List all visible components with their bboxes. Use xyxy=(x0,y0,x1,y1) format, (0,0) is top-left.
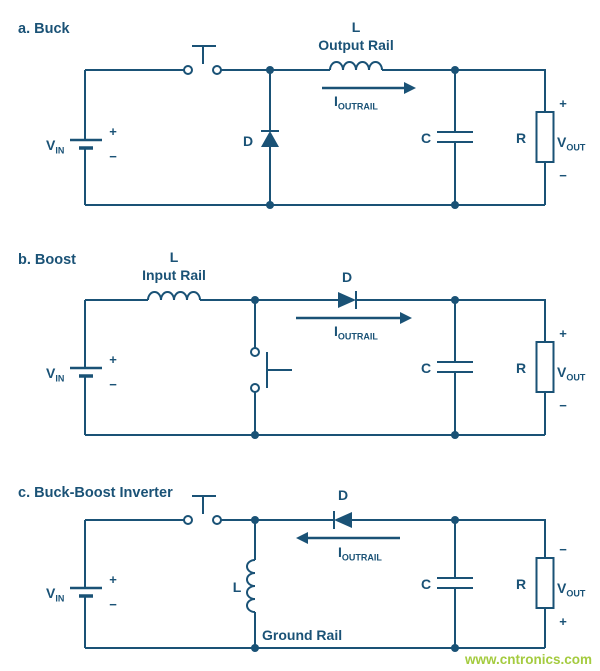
capacitor-plates xyxy=(437,361,473,373)
switch-contact xyxy=(212,515,222,525)
inductor-label: L xyxy=(170,249,179,265)
circuit-title: c. Buck-Boost Inverter xyxy=(18,485,173,501)
vin-minus-sign: − xyxy=(109,377,117,392)
vin-plus-sign: + xyxy=(109,124,117,139)
resistor-label: R xyxy=(516,576,526,592)
diode-triangle xyxy=(338,292,356,308)
vout-top-sign: + xyxy=(559,96,567,111)
buck-boost-circuit: c. Buck-Boost Inverter L Ground Rail IOU… xyxy=(18,485,586,652)
circuit-title: a. Buck xyxy=(18,21,71,37)
junction-dot xyxy=(266,201,274,209)
switch-contact xyxy=(250,347,260,357)
diode-triangle xyxy=(261,131,279,147)
switch-contact xyxy=(183,65,193,75)
capacitor-plates xyxy=(437,131,473,143)
junction-dot xyxy=(451,201,459,209)
current-arrow-head xyxy=(404,82,416,94)
junction-dot xyxy=(251,296,259,304)
current-label: IOUTRAIL xyxy=(334,93,378,112)
vin-plus-sign: + xyxy=(109,352,117,367)
inductor-label: L xyxy=(352,19,361,35)
capacitor-plates xyxy=(437,577,473,589)
wiring xyxy=(84,299,546,436)
boost-circuit: b. Boost L Input Rail IOUTRAIL D C R VIN… xyxy=(18,249,586,439)
vout-bottom-sign: − xyxy=(559,168,567,183)
wiring xyxy=(84,519,546,649)
inductor-label: L xyxy=(233,579,242,595)
current-arrow-head xyxy=(296,532,308,544)
junction-dot xyxy=(451,431,459,439)
resistor-label: R xyxy=(516,130,526,146)
junction-dot xyxy=(251,516,259,524)
current-label: IOUTRAIL xyxy=(334,323,378,342)
diode-label: D xyxy=(243,133,253,149)
current-label: IOUTRAIL xyxy=(338,544,382,563)
resistor-body xyxy=(535,111,555,163)
inductor-coil xyxy=(246,559,256,613)
diode-triangle xyxy=(334,512,352,528)
resistor-body xyxy=(535,341,555,393)
vout-label: VOUT xyxy=(557,364,586,383)
vin-label: VIN xyxy=(46,137,64,156)
junction-dot xyxy=(451,516,459,524)
vout-top-sign: + xyxy=(559,326,567,341)
switch-contact xyxy=(183,515,193,525)
switch-lever xyxy=(266,352,292,388)
switch-lever xyxy=(192,45,216,64)
switch-contact xyxy=(250,383,260,393)
vin-minus-sign: − xyxy=(109,149,117,164)
vout-label: VOUT xyxy=(557,580,586,599)
vout-bottom-sign: − xyxy=(559,398,567,413)
junction-dot xyxy=(451,296,459,304)
vout-top-sign: − xyxy=(559,542,567,557)
circuit-title: b. Boost xyxy=(18,252,76,268)
junction-dot xyxy=(266,66,274,74)
wiring xyxy=(84,69,546,206)
current-arrow-head xyxy=(400,312,412,324)
diode-label: D xyxy=(342,269,352,285)
junction-dot xyxy=(451,66,459,74)
diode-label: D xyxy=(338,487,348,503)
inductor-coil xyxy=(329,61,383,71)
capacitor-label: C xyxy=(421,130,431,146)
rail-label: Ground Rail xyxy=(262,627,342,643)
inductor-coil xyxy=(147,291,201,301)
rail-label: Output Rail xyxy=(318,37,393,53)
buck-circuit: a. Buck L Output Rail IOUTRAIL D C R VIN… xyxy=(18,19,586,209)
switch-lever xyxy=(192,495,216,514)
vin-label: VIN xyxy=(46,365,64,384)
junction-dot xyxy=(451,644,459,652)
resistor-label: R xyxy=(516,360,526,376)
vin-label: VIN xyxy=(46,585,64,604)
rail-label: Input Rail xyxy=(142,267,206,283)
capacitor-label: C xyxy=(421,576,431,592)
watermark-text: www.cntronics.com xyxy=(464,652,592,667)
switch-contact xyxy=(212,65,222,75)
capacitor-label: C xyxy=(421,360,431,376)
resistor-body xyxy=(535,557,555,609)
vin-plus-sign: + xyxy=(109,572,117,587)
junction-dot xyxy=(251,431,259,439)
vout-bottom-sign: + xyxy=(559,614,567,629)
vin-minus-sign: − xyxy=(109,597,117,612)
junction-dot xyxy=(251,644,259,652)
vout-label: VOUT xyxy=(557,134,586,153)
